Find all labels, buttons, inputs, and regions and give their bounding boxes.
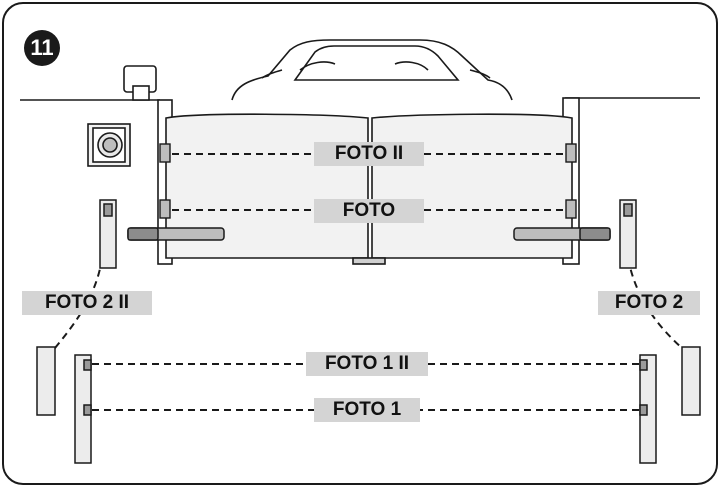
label-foto-1: FOTO 1 [314, 398, 420, 422]
car-illustration [231, 39, 513, 101]
gate-operators [127, 227, 611, 241]
left-posts [36, 199, 117, 464]
label-foto-ii: FOTO II [314, 142, 424, 166]
label-foto: FOTO [314, 199, 424, 223]
right-posts [619, 199, 701, 464]
key-selector [87, 123, 131, 167]
gate-photocells [159, 143, 577, 219]
label-foto-2: FOTO 2 [598, 291, 700, 315]
label-foto-2-ii: FOTO 2 II [22, 291, 152, 315]
figure-number-badge: 11 [24, 30, 60, 66]
flashing-lamp [123, 65, 157, 101]
label-foto-1-ii: FOTO 1 II [306, 352, 428, 376]
